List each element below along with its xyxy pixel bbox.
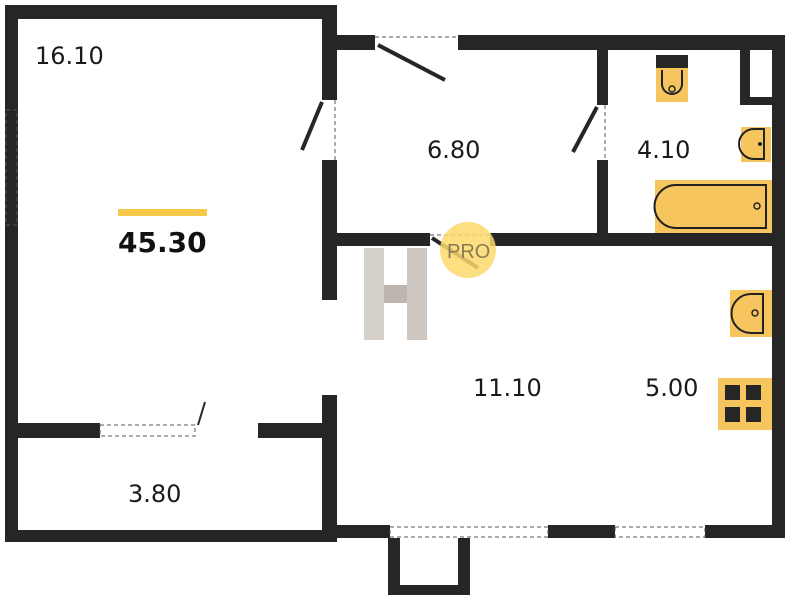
total-area-accent <box>118 209 207 216</box>
windows <box>5 36 706 538</box>
total-area: 45.30 <box>118 226 207 259</box>
room-area-label: 4.10 <box>637 136 691 164</box>
room-area-label: 11.10 <box>473 374 542 402</box>
room-area-label: 3.80 <box>128 480 182 508</box>
room-area-label: 6.80 <box>427 136 481 164</box>
room-area-label: 5.00 <box>645 374 699 402</box>
fixtures <box>653 55 772 430</box>
svg-text:PRO: PRO <box>447 241 490 263</box>
watermark-logo: PRO <box>364 222 496 340</box>
walls <box>5 5 785 595</box>
room-area-label: 16.10 <box>35 42 104 70</box>
